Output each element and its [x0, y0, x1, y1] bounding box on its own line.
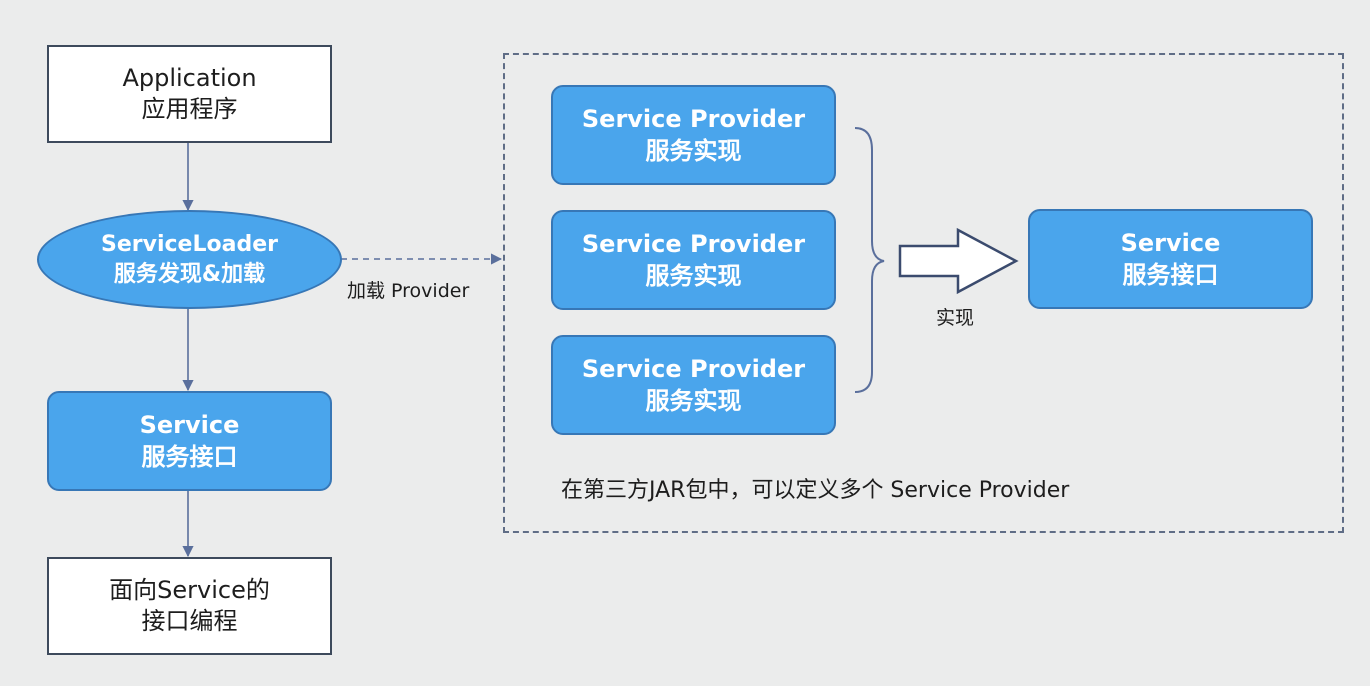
provider-title: Service Provider — [581, 355, 806, 383]
interface-programming-title: 面向Service的 — [109, 576, 270, 604]
provider-subtitle: 服务实现 — [645, 137, 742, 165]
service-loader-node: ServiceLoader 服务发现&加载 — [37, 210, 342, 309]
application-title: Application — [122, 64, 257, 92]
service-left-title: Service — [139, 411, 240, 439]
third-party-jar-group — [503, 53, 1344, 533]
provider-title: Service Provider — [581, 105, 806, 133]
service-provider-3: Service Provider 服务实现 — [551, 335, 836, 435]
application-box: Application 应用程序 — [47, 45, 332, 143]
service-left-subtitle: 服务接口 — [141, 443, 238, 471]
implement-arrow — [898, 227, 1019, 295]
service-interface-right: Service 服务接口 — [1028, 209, 1313, 309]
provider-title: Service Provider — [581, 230, 806, 258]
brace-providers — [854, 127, 885, 393]
service-provider-1: Service Provider 服务实现 — [551, 85, 836, 185]
service-right-title: Service — [1120, 229, 1221, 257]
load-provider-label: 加载 Provider — [347, 280, 470, 302]
interface-programming-subtitle: 接口编程 — [141, 607, 238, 635]
service-provider-2: Service Provider 服务实现 — [551, 210, 836, 310]
provider-subtitle: 服务实现 — [645, 387, 742, 415]
implement-label: 实现 — [936, 307, 975, 329]
application-subtitle: 应用程序 — [141, 95, 238, 123]
interface-programming-box: 面向Service的 接口编程 — [47, 557, 332, 655]
service-loader-subtitle: 服务发现&加载 — [113, 261, 266, 287]
provider-subtitle: 服务实现 — [645, 262, 742, 290]
service-right-subtitle: 服务接口 — [1122, 261, 1219, 289]
service-loader-title: ServiceLoader — [101, 231, 278, 257]
jar-note: 在第三方JAR包中，可以定义多个 Service Provider — [561, 478, 1070, 503]
service-interface-left: Service 服务接口 — [47, 391, 332, 491]
